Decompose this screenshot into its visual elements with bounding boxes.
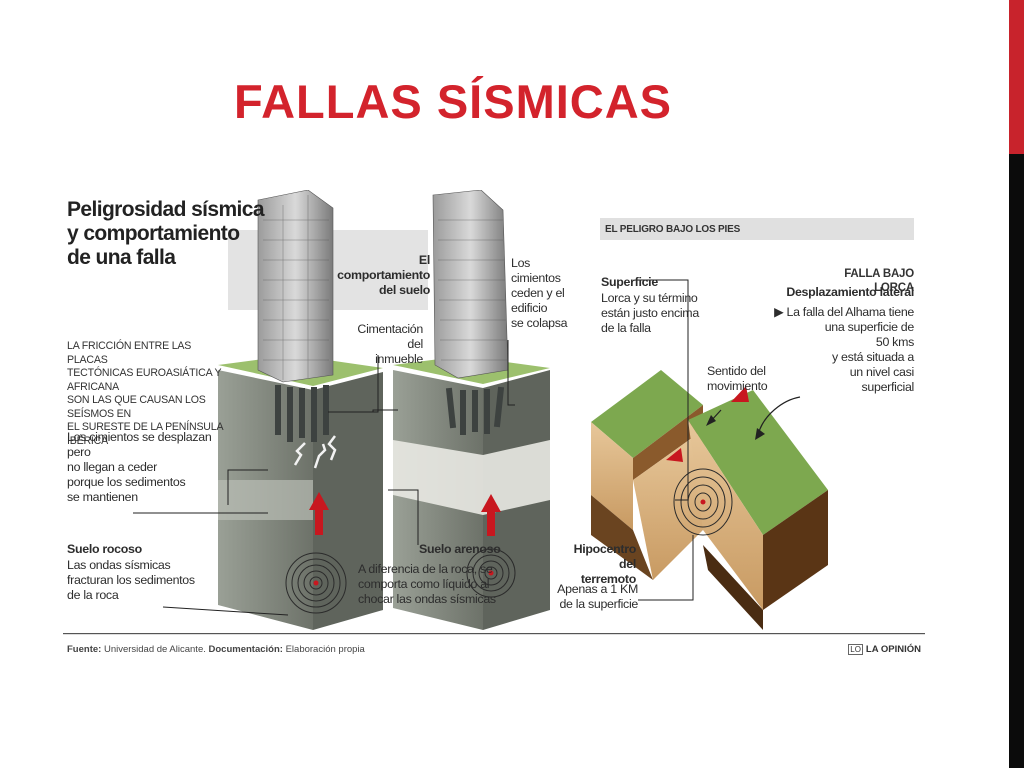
- movement-arrow: [731, 386, 749, 402]
- seismic-infographic: Peligrosidad sísmica y comportamiento de…: [63, 190, 925, 665]
- infographic-illustration: [63, 190, 925, 635]
- seismic-rings-1: [285, 552, 347, 614]
- sandy-soil-text: A diferencia de la roca, se comporta com…: [358, 562, 496, 606]
- sandy-soil-label: Suelo arenoso: [419, 542, 501, 556]
- building-2: [432, 190, 509, 379]
- wave-arrow-1: [309, 492, 329, 535]
- danger-header-band: [600, 218, 914, 240]
- hypocenter-label: Hipocentro del terremoto: [573, 542, 637, 586]
- danger-header: EL PELIGRO BAJO LOS PIES: [605, 224, 741, 235]
- leader-lines: [133, 279, 694, 616]
- building-1: [257, 190, 334, 383]
- sand-soil-block: [393, 190, 550, 630]
- slide-title: FALLAS SÍSMICAS: [234, 75, 673, 128]
- documentation-value: Elaboración propia: [285, 644, 365, 655]
- foundation-piles-1: [275, 385, 329, 442]
- rocky-soil-label: Suelo rocoso: [67, 542, 142, 556]
- foundations-hold-text: Los cimientos se desplazan pero no llega…: [67, 430, 212, 504]
- foundation-label: Cimentación del inmueble: [357, 322, 423, 366]
- foundations-collapse-text: Los cimientos ceden y el edificio se col…: [511, 256, 568, 330]
- lateral-displacement-text: ▶ La falla del Alhama tiene una superfic…: [774, 305, 914, 394]
- friction-text: LA FRICCIÓN ENTRE LAS PLACAS TECTÓNICAS …: [67, 340, 223, 447]
- seismic-rings-2: [466, 548, 516, 598]
- seismic-rings-3: [673, 468, 733, 536]
- soil-behavior-label: El comportamiento del suelo: [337, 253, 430, 297]
- wave-arrow-2: [481, 494, 501, 536]
- rock-soil-block: [218, 190, 383, 630]
- side-bar-red-accent: [1009, 0, 1024, 154]
- fault-title: FALLA BAJO LORCA: [844, 268, 914, 294]
- publisher-mark: LO: [848, 644, 863, 655]
- movement-label: Sentido del movimiento: [707, 364, 768, 393]
- source-label: Fuente:: [67, 644, 102, 655]
- surface-text: Lorca y su término están justo encima de…: [601, 291, 699, 335]
- documentation-label: Documentación:: [208, 644, 283, 655]
- foundation-piles-2: [445, 386, 505, 435]
- rocky-soil-text: Las ondas sísmicas fracturan los sedimen…: [67, 558, 195, 602]
- lateral-displacement-label: Desplazamiento lateral: [786, 285, 914, 299]
- fault-block-diagram: [591, 370, 828, 630]
- source-line: Fuente: Universidad de Alicante. Documen…: [67, 644, 365, 655]
- surface-label: Superficie: [601, 275, 658, 289]
- publisher-name: LA OPINIÓN: [865, 644, 921, 655]
- hypocenter-text: Apenas a 1 KM de la superficie: [557, 582, 638, 611]
- infographic-heading: Peligrosidad sísmica y comportamiento de…: [67, 198, 265, 269]
- source-value: Universidad de Alicante.: [103, 644, 206, 655]
- side-bar-black: [1009, 0, 1024, 768]
